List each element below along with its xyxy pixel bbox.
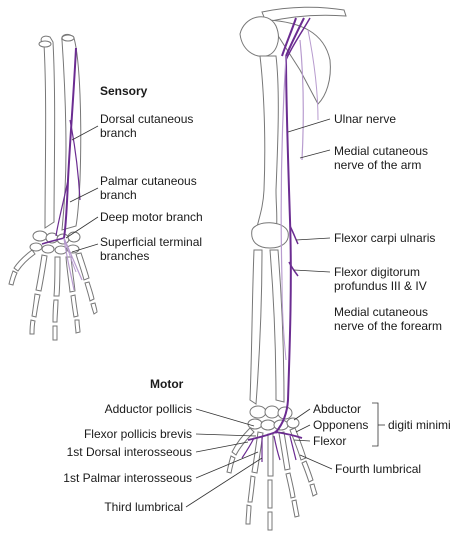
label-ulnar-nerve: Ulnar nerve (334, 112, 396, 126)
label-line: nerve of the forearm (334, 319, 443, 333)
right-leaders (185, 118, 385, 508)
label-digiti-minimi: digiti minimi (388, 418, 451, 432)
label-medial-cutaneous-nerve-arm: Medial cutaneous nerve of the arm (334, 144, 428, 172)
label-first-palmar-interosseous: 1st Palmar interosseous (63, 471, 192, 485)
label-flexor-carpi-ulnaris: Flexor carpi ulnaris (334, 231, 435, 245)
label-flexor-pollicis-brevis: Flexor pollicis brevis (83, 427, 192, 441)
right-ulna (269, 249, 285, 403)
label-line: Ulnar nerve (334, 112, 397, 126)
label-adductor-pollicis: Adductor pollicis (104, 402, 192, 416)
elbow (251, 222, 289, 249)
motor-heading: Motor (150, 377, 184, 391)
label-opponens: Opponens (313, 418, 369, 432)
label-line: branches (100, 249, 150, 263)
label-line: Flexor carpi ulnaris (334, 231, 436, 245)
label-superficial-terminal-branches: Superficial terminal branches (100, 235, 202, 263)
label-deep-motor-branch: Deep motor branch (100, 210, 203, 224)
clavicle (261, 6, 347, 23)
label-line: Medial cutaneous (334, 144, 429, 158)
label-third-lumbrical: Third lumbrical (104, 500, 183, 514)
left-ulnar-nerve (41, 47, 83, 291)
label-dorsal-cutaneous-branch: Dorsal cutaneous branch (100, 112, 193, 140)
left-leaders (65, 125, 99, 253)
label-flexor-digitorum-profundus: Flexor digitorum profundus III & IV (334, 265, 427, 293)
humerus (255, 55, 279, 235)
label-abductor: Abductor (313, 402, 362, 416)
label-first-dorsal-interosseous: 1st Dorsal interosseous (66, 445, 192, 459)
label-line: branch (100, 188, 137, 202)
label-flexor: Flexor (313, 434, 347, 448)
right-arm-bones (239, 6, 347, 431)
label-line: nerve of the arm (334, 158, 422, 172)
label-line: profundus III & IV (334, 279, 427, 293)
label-line: Superficial terminal (100, 235, 203, 249)
label-line: Flexor digitorum (334, 265, 421, 279)
label-palmar-cutaneous-branch: Palmar cutaneous branch (100, 174, 197, 202)
left-radius (40, 35, 56, 229)
label-line: Deep motor branch (100, 210, 203, 224)
right-arm-nerves (241, 17, 319, 462)
right-radius (249, 249, 263, 405)
label-line: branch (100, 126, 137, 140)
label-line: Medial cutaneous (334, 305, 429, 319)
left-hand-digits (8, 249, 98, 341)
sensory-heading: Sensory (100, 84, 148, 98)
label-medial-cutaneous-nerve-forearm: Medial cutaneous nerve of the forearm (334, 305, 442, 333)
left-forearm-bones (29, 33, 82, 255)
label-fourth-lumbrical: Fourth lumbrical (335, 462, 422, 476)
label-line: Palmar cutaneous (100, 174, 197, 188)
label-line: Dorsal cutaneous (100, 112, 194, 126)
humeral-head (239, 16, 279, 57)
